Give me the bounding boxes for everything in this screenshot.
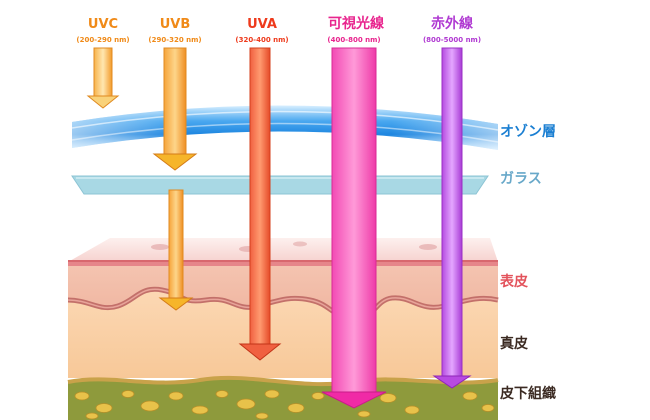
- ray-range-uvb: (290-320 nm): [148, 36, 201, 44]
- ray-label-visible-light: 可視光線: [328, 15, 384, 32]
- layer-label-dermis: 真皮: [500, 335, 528, 352]
- ray-range-uvc: (200-290 nm): [76, 36, 129, 44]
- layer-label-epidermis: 表皮: [499, 273, 528, 290]
- ray-labels: UVC (200-290 nm) UVB (290-320 nm) UVA (3…: [76, 15, 481, 44]
- ray-infrared: [432, 47, 472, 389]
- ray-range-uva: (320-400 nm): [235, 36, 288, 44]
- glass-layer: [71, 175, 489, 195]
- ray-uva: [238, 47, 282, 361]
- ray-range-infrared: (800-5000 nm): [423, 36, 481, 44]
- layer-label-ozone: オゾン層: [500, 123, 556, 140]
- layer-labels: オゾン層 ガラス 表皮 真皮 皮下組織: [499, 123, 556, 402]
- ray-range-visible-light: (400-800 nm): [327, 36, 380, 44]
- ray-label-uvc: UVC: [88, 17, 118, 32]
- layer-label-glass: ガラス: [500, 171, 542, 187]
- ray-uvc: [86, 47, 120, 109]
- ray-visible-light: [321, 47, 387, 409]
- ray-label-infrared: 赤外線: [431, 15, 473, 32]
- ray-label-uvb: UVB: [160, 17, 191, 32]
- layer-label-subcutaneous: 皮下組織: [499, 385, 556, 402]
- skin-cross-section: [67, 238, 499, 420]
- ray-label-uva: UVA: [247, 17, 277, 32]
- ray-uvb: [152, 47, 198, 311]
- ozone-layer: [71, 105, 499, 150]
